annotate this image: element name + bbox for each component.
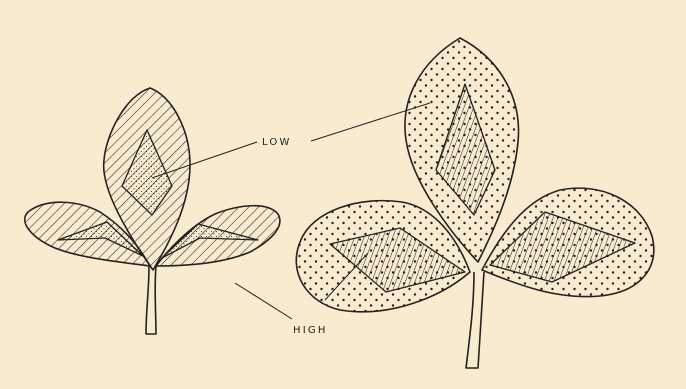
large-clover-leaf — [296, 38, 653, 368]
low-annotation: LOW — [152, 103, 430, 178]
small-stem — [146, 266, 156, 334]
high-label: HIGH — [293, 325, 328, 336]
small-clover-leaf — [25, 88, 280, 334]
large-stem — [466, 272, 484, 368]
high-leader-line-small — [235, 283, 292, 319]
low-label: LOW — [262, 137, 292, 148]
